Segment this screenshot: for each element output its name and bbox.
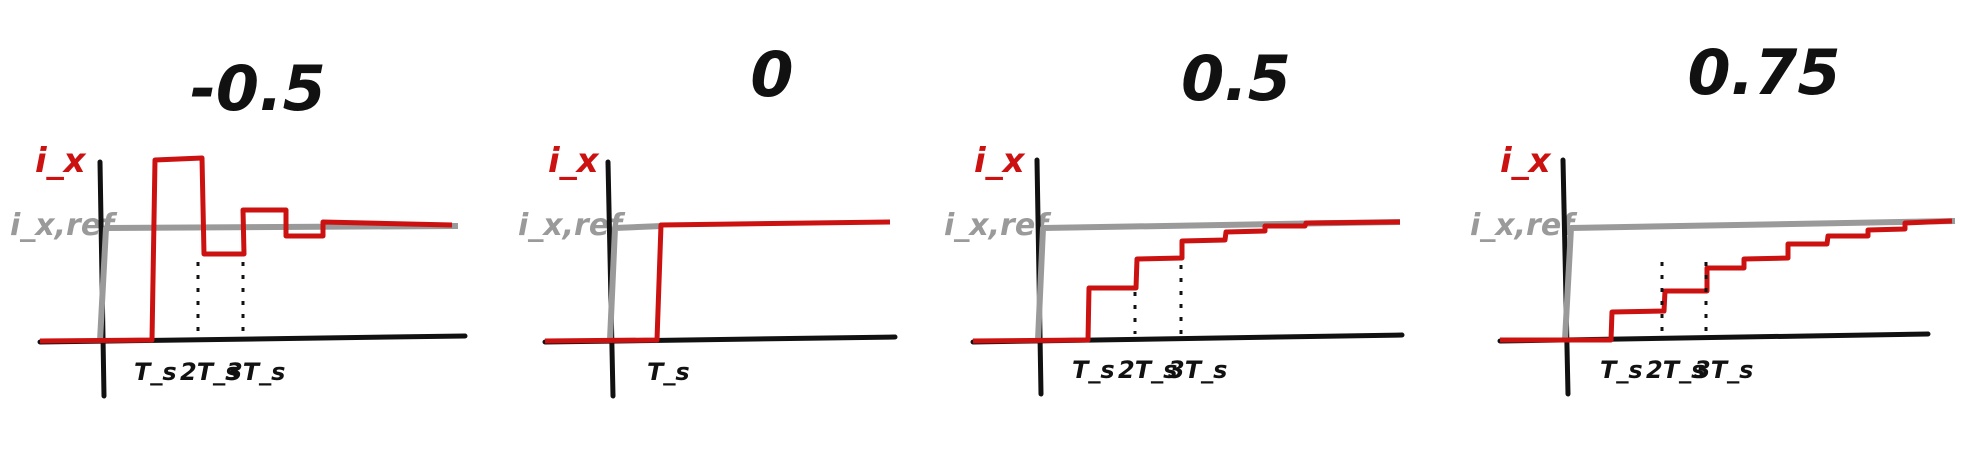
panel-4: 0.75 i_x i_x,ref T_s 2T_s 3T_s [1470,36,1956,397]
panel-2-response-signal [544,219,891,344]
panel-2-current-label: i_x [548,141,600,181]
panel-4-response-signal [1500,218,1953,343]
panel-4-tick-3ts: 3T_s [1694,356,1753,384]
panel-3-title: 0.5 [1181,42,1291,115]
panel-4-reference-signal [1562,218,1956,341]
panel-3-reference-label: i_x,ref [944,208,1052,243]
panel-1-tick-3ts: 3T_s [226,358,285,386]
panel-2-title: 0 [750,38,793,111]
panel-2-tick-ts: T_s [647,358,690,386]
panel-4-tick-ts: T_s [1600,356,1643,384]
panel-3-response-signal [972,219,1401,344]
panel-3-current-label: i_x [974,141,1026,181]
panel-4-title: 0.75 [1688,36,1841,109]
panel-1-response-signal [39,155,453,344]
panel-4-tick-2ts: 2T_s [1646,356,1705,384]
panel-1-current-label: i_x [35,141,87,181]
panel-2: 0 i_x i_x,ref T_s [518,38,898,399]
panel-3-tick-2ts: 2T_s [1118,356,1177,384]
panel-1-title: -0.5 [190,52,326,125]
panel-3-tick-3ts: 3T_s [1168,356,1227,384]
panel-2-reference-signal [607,223,663,341]
panel-1-tick-2ts: 2T_s [180,358,239,386]
panel-1-tick-ts: T_s [134,358,177,386]
panel-4-reference-label: i_x,ref [1470,208,1578,243]
panel-1-reference-signal [97,223,459,342]
panel-3-tick-ts: T_s [1072,356,1115,384]
panel-3: 0.5 i_x i_x,ref T_s 2T_s 3T_s [944,42,1405,397]
panel-4-current-label: i_x [1500,141,1552,181]
panel-1: -0.5 i_x i_x,ref T_s 2T_s 3T_s [10,52,468,399]
